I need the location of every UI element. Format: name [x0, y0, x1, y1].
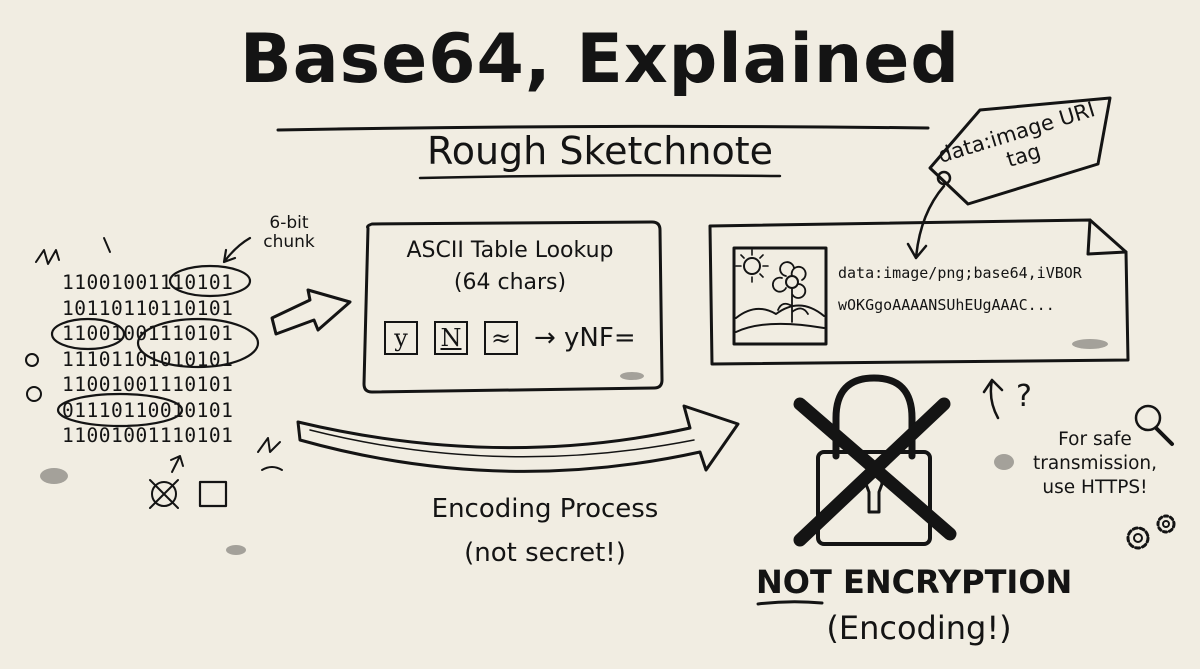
- smudge: [226, 545, 246, 555]
- hills-icon: [735, 304, 825, 333]
- chunk-label: 6-bit chunk: [263, 213, 315, 252]
- https-note: For safe transmission, use HTTPS!: [1032, 429, 1158, 498]
- image-thumbnail: [732, 246, 828, 346]
- lookup-result: → yNF=: [534, 323, 636, 353]
- square-doodle: [198, 480, 228, 508]
- process-arrow-shade: [309, 429, 695, 458]
- binary-row: 11001001110101: [62, 373, 234, 396]
- not-encryption-label: NOT ENCRYPTION: [756, 563, 1073, 601]
- question-mark: ?: [1016, 379, 1032, 414]
- encoding-label: (Encoding!): [826, 609, 1012, 647]
- smudge: [40, 468, 68, 484]
- glyph-tile: y: [384, 321, 418, 355]
- uri-line-1: data:image/png;base64,iVBOR: [838, 264, 1082, 282]
- arrow-to-lookup: [270, 288, 352, 336]
- bullet-dot: [25, 353, 39, 367]
- lookup-card: [362, 220, 664, 394]
- lookup-title: ASCII Table Lookup: [406, 238, 614, 263]
- squiggle-doodle: [35, 249, 60, 265]
- flower-icon: [785, 275, 799, 289]
- binary-block: 11001001110101 10110110110101 1100100111…: [62, 270, 233, 449]
- binary-row: 01110110010101: [62, 398, 234, 422]
- glyph-tile: N: [434, 321, 468, 355]
- page-subtitle: Rough Sketchnote: [427, 129, 773, 173]
- crossed-circle-doodle: [151, 481, 177, 507]
- chunk-pointer-arrow: [222, 236, 252, 264]
- smudge: [620, 372, 644, 380]
- crossed-circle-doodle: [149, 479, 179, 509]
- process-note: (not secret!): [464, 538, 626, 568]
- sun-icon: [735, 249, 769, 283]
- subtitle-underline: [418, 174, 782, 180]
- magnifier-icon: [1134, 404, 1174, 446]
- encoding-process-arrow: [296, 404, 740, 473]
- bullet-dot: [26, 386, 42, 402]
- chunk-circle: [168, 264, 252, 298]
- data-uri-card: [708, 218, 1130, 366]
- tick-doodle: [103, 237, 111, 253]
- up-arrow-doodle: [170, 455, 184, 473]
- process-label: Encoding Process: [431, 494, 659, 524]
- binary-row: 11001001110101: [62, 424, 234, 447]
- gears-icon: [1126, 514, 1176, 550]
- crossed-lock-icon: [793, 374, 957, 547]
- binary-row: 11101101010101: [62, 347, 234, 371]
- title-underline: [276, 124, 930, 132]
- uri-line-2: wOKGgoAAAANSUhEUgAAAC...: [838, 296, 1055, 314]
- chunk-circle: [136, 317, 260, 369]
- binary-row: 10110110110101: [62, 296, 234, 320]
- binary-row: 11001001110101: [62, 322, 234, 345]
- up-arrow-to-uri: [982, 378, 1004, 420]
- scribble-doodle: [257, 437, 283, 471]
- flower-icon: [771, 261, 809, 323]
- not-underline: [756, 600, 824, 606]
- smudge: [994, 454, 1014, 470]
- sun-icon: [743, 257, 761, 275]
- glyph-tile: ≈: [484, 321, 518, 355]
- chunk-circle: [50, 317, 126, 351]
- chunk-circle: [56, 392, 184, 428]
- tag-pointer-arrow: [906, 184, 946, 260]
- uri-tag: [928, 96, 1112, 206]
- smudge: [1072, 339, 1108, 349]
- page-title: Base64, Explained: [239, 20, 961, 99]
- folded-corner: [1086, 218, 1128, 256]
- binary-row: 11001001110101: [62, 271, 234, 294]
- lookup-subtitle: (64 chars): [453, 270, 567, 295]
